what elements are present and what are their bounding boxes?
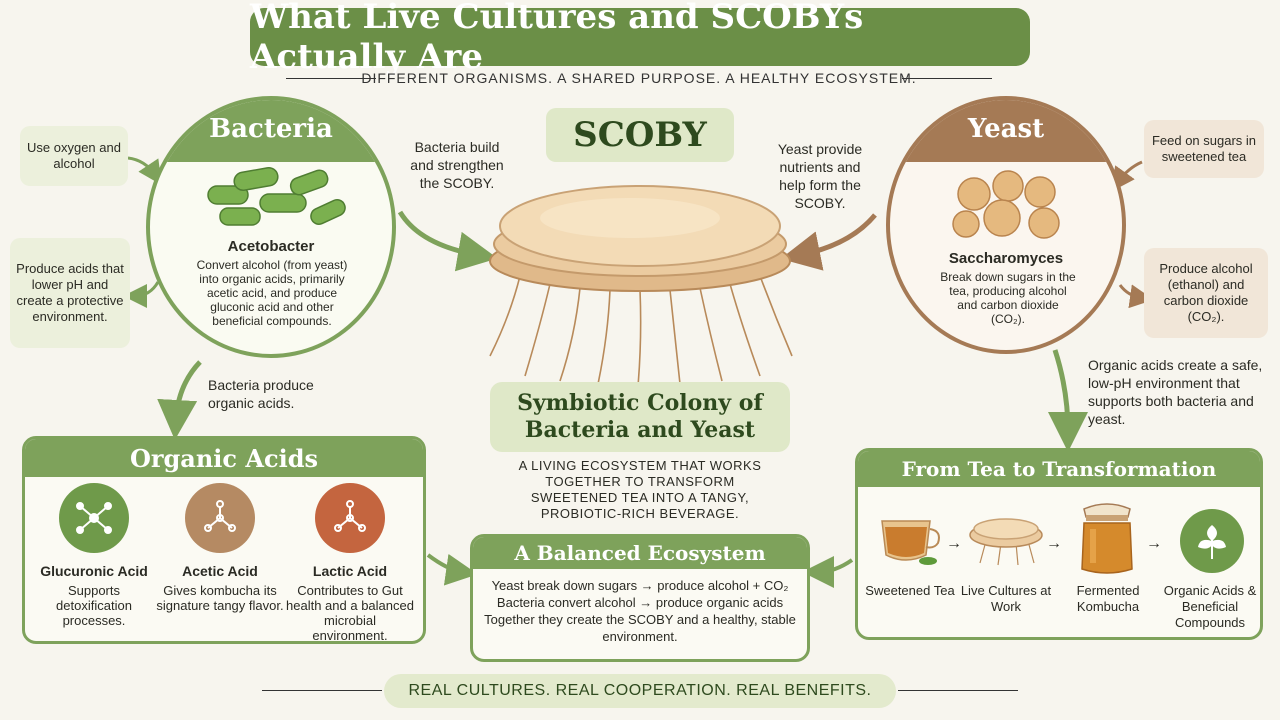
step-fermented-kombucha: Fermented Kombucha bbox=[1076, 583, 1140, 614]
arrow-note-to-bacteria bbox=[127, 156, 162, 185]
bacteria-note-acids: Produce acids that lower pH and create a… bbox=[10, 238, 130, 348]
arrow-transformation-to-ecosystem bbox=[802, 555, 854, 588]
transformation-heading: From Tea to Transformation bbox=[858, 451, 1260, 487]
step-live-cultures: Live Cultures at Work bbox=[960, 583, 1052, 614]
tea-cup-icon bbox=[881, 520, 940, 565]
bacteria-header-band bbox=[150, 100, 392, 162]
ecosystem-line-together: Together they create the SCOBY and a hea… bbox=[484, 612, 796, 644]
arrow-note-to-yeast bbox=[1111, 160, 1143, 192]
ecosystem-body: Yeast break down sugars → produce alcoho… bbox=[473, 569, 807, 645]
arrow-bacteria-to-scoby bbox=[397, 210, 498, 272]
step-organic-acids: Organic Acids & Beneficial Compounds bbox=[1163, 583, 1257, 630]
organic-acids-panel: Organic Acids Glucuronic Acid Supports d… bbox=[22, 436, 426, 644]
molecule-icon bbox=[59, 483, 129, 553]
ecosystem-panel: A Balanced Ecosystem Yeast break down su… bbox=[470, 534, 810, 662]
transformation-panel: From Tea to Transformation → → → Sweeten… bbox=[855, 448, 1263, 640]
yeast-provides-text: Yeast provide nutrients and help form th… bbox=[777, 141, 863, 211]
molecule-icon bbox=[315, 483, 385, 553]
acid-item-glucuronic: Glucuronic Acid Supports detoxification … bbox=[29, 483, 159, 628]
ecosystem-line-bacteria: Bacteria convert alcohol → produce organ… bbox=[496, 595, 784, 610]
bacteria-cells-icon bbox=[207, 166, 346, 226]
acid-description: Supports detoxification processes. bbox=[56, 583, 132, 628]
step-arrow-1: → bbox=[946, 535, 962, 552]
footer-tagline: REAL CULTURES. REAL COOPERATION. REAL BE… bbox=[384, 674, 896, 708]
arrow-yeast-to-transformation bbox=[1047, 349, 1088, 452]
scoby-heading: SCOBY bbox=[546, 108, 734, 162]
acid-description: Gives kombucha its signature tangy flavo… bbox=[156, 583, 284, 613]
ecosystem-heading: A Balanced Ecosystem bbox=[473, 537, 807, 569]
bacteria-heading: Bacteria bbox=[209, 114, 333, 144]
yeast-description: Break down sugars in the tea, producing … bbox=[940, 270, 1076, 326]
step-arrow-3: → bbox=[1146, 535, 1162, 552]
step-sweetened-tea: Sweetened Tea bbox=[865, 583, 955, 598]
acid-name: Acetic Acid bbox=[182, 563, 258, 579]
arrow-yeast-to-note bbox=[1118, 284, 1154, 309]
acid-name: Lactic Acid bbox=[312, 563, 388, 579]
bacteria-circle: Bacteria Acetobacter Convert alcohol (fr… bbox=[146, 96, 396, 358]
bacteria-note-oxygen: Use oxygen and alcohol bbox=[20, 126, 128, 186]
organic-acids-heading: Organic Acids bbox=[25, 439, 423, 477]
yeast-circle: Yeast Saccharomyces Break down sugars in… bbox=[886, 96, 1126, 354]
yeast-organism: Saccharomyces bbox=[948, 250, 1064, 267]
ecosystem-line-yeast: Yeast break down sugars → produce alcoho… bbox=[491, 578, 789, 593]
acid-description: Contributes to Gut health and a balanced… bbox=[286, 583, 414, 643]
live-cultures-icon bbox=[969, 518, 1043, 566]
scoby-colony-title: Symbiotic Colony of Bacteria and Yeast bbox=[490, 382, 790, 452]
yeast-acids-environment-text: Organic acids create a safe, low-pH envi… bbox=[1088, 357, 1263, 427]
yeast-cells-icon bbox=[952, 170, 1060, 239]
arrow-yeast-to-scoby bbox=[780, 213, 877, 271]
yeast-heading: Yeast bbox=[967, 114, 1045, 144]
acid-item-lactic: Lactic Acid Contributes to Gut health an… bbox=[285, 483, 415, 643]
yeast-note-alcohol: Produce alcohol (ethanol) and carbon dio… bbox=[1144, 248, 1268, 338]
acid-item-acetic: Acetic Acid Gives kombucha its signature… bbox=[155, 483, 285, 613]
step-arrow-2: → bbox=[1046, 535, 1062, 552]
subtitle-rule-left bbox=[286, 78, 376, 79]
scoby-disc-image bbox=[489, 185, 793, 386]
yeast-header-band bbox=[890, 100, 1122, 162]
molecule-icon bbox=[185, 483, 255, 553]
arrow-bacteria-to-acids bbox=[157, 360, 202, 440]
bacteria-description: Convert alcohol (from yeast) into organi… bbox=[196, 258, 348, 328]
arrow-bacteria-to-note bbox=[123, 281, 160, 308]
bacteria-organism: Acetobacter bbox=[227, 238, 315, 255]
footer-rule-left bbox=[262, 690, 382, 691]
subtitle-rule-right bbox=[902, 78, 992, 79]
kombucha-jar-icon bbox=[1081, 503, 1133, 574]
leaf-icon bbox=[1180, 509, 1244, 573]
bacteria-produce-acids-text: Bacteria produce organic acids. bbox=[208, 377, 314, 411]
bacteria-builds-scoby-text: Bacteria build and strengthen the SCOBY. bbox=[410, 139, 504, 191]
yeast-note-sugars: Feed on sugars in sweetened tea bbox=[1144, 120, 1264, 178]
arrow-acids-to-ecosystem bbox=[426, 553, 478, 586]
page-subtitle: DIFFERENT ORGANISMS. A SHARED PURPOSE. A… bbox=[361, 70, 917, 86]
acid-name: Glucuronic Acid bbox=[40, 563, 148, 579]
scoby-colony-description: A LIVING ECOSYSTEM THAT WORKS TOGETHER T… bbox=[518, 458, 762, 521]
footer-rule-right bbox=[898, 690, 1018, 691]
